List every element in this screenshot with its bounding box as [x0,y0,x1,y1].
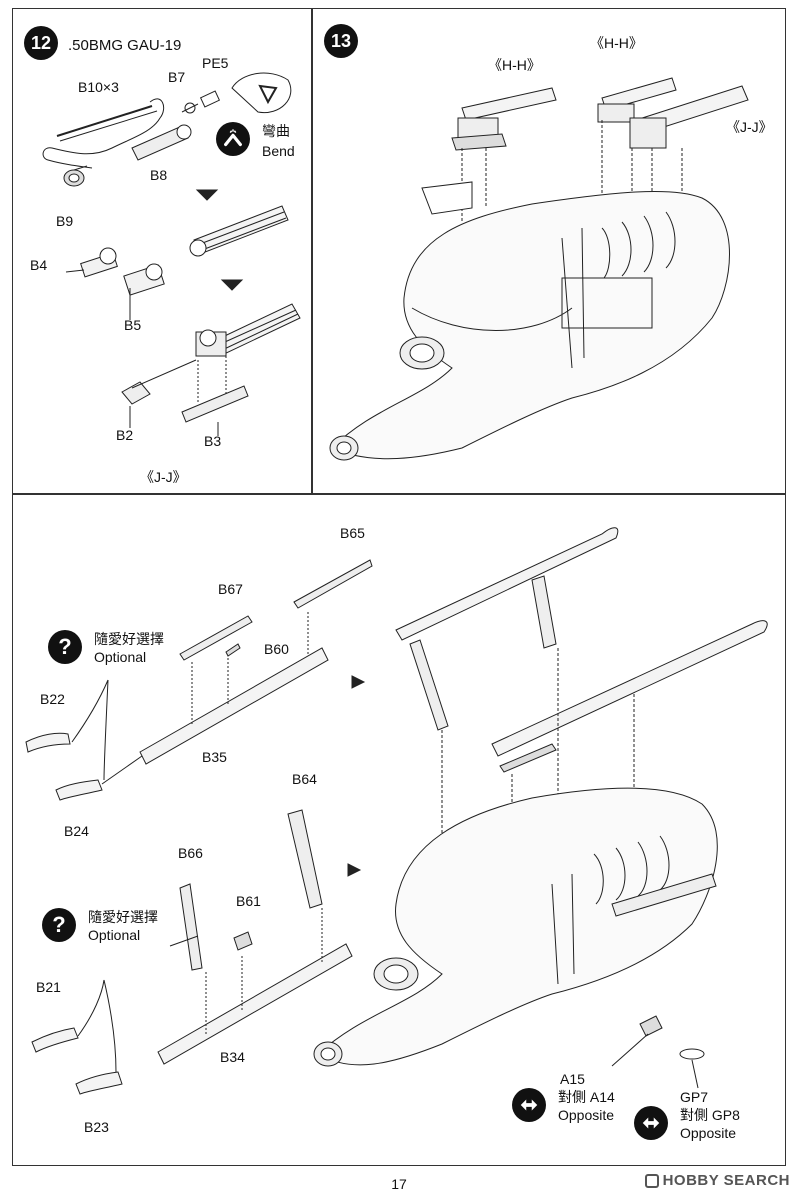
part-label-b66: B66 [178,845,203,861]
page-number: 17 [391,1176,407,1192]
opposite-badge-gp8 [634,1106,668,1140]
step12-drawing [12,8,312,494]
part-label-b23: B23 [84,1119,109,1135]
opposite-badge-a14 [512,1088,546,1122]
step12-frame [12,8,312,494]
opposite-label-gp8-zh: 對側 GP8 [680,1107,740,1123]
part-label-b61: B61 [236,893,261,909]
double-arrow-icon [520,1099,538,1111]
bend-icon [224,129,242,147]
part-label-b67: B67 [218,581,243,597]
hobby-search-logo-icon [644,1173,659,1188]
part-label-b7: B7 [168,69,186,85]
opposite-label-a14-en: Opposite [558,1107,615,1123]
lower-drawing [12,494,786,1166]
question-mark-icon: ? [58,634,72,659]
part-label-b34: B34 [220,1049,245,1065]
part-label-gp7: GP7 [680,1089,709,1105]
part-label-b21: B21 [36,979,61,995]
part-label-b8: B8 [150,167,168,183]
part-label-b9: B9 [56,213,74,229]
view-label-jj-step12: 《J-J》 [140,469,187,485]
optional-label-zh-upper: 隨愛好選擇 [94,631,164,647]
step13-drawing [312,8,786,494]
view-label-hh-right: 《H-H》 [590,35,643,51]
step-12-title: .50BMG GAU-19 [68,37,182,54]
step-12-badge: 12 [24,26,58,60]
double-arrow-icon [642,1117,660,1129]
opposite-label-a14-zh: 對側 A14 [558,1089,615,1105]
part-label-b5: B5 [124,317,142,333]
part-label-b22: B22 [40,691,65,707]
bend-badge [216,122,250,156]
bend-label-zh: 彎曲 [262,123,290,139]
watermark-text: HOBBY SEARCH [662,1172,790,1189]
part-label-b35: B35 [202,749,227,765]
lower-frame [12,494,786,1166]
part-label-b60: B60 [264,641,289,657]
optional-badge-lower: ? [42,908,76,942]
part-label-b4: B4 [30,257,48,273]
view-label-jj-step13: 《J-J》 [726,119,773,135]
part-label-b64: B64 [292,771,317,787]
part-label-pe5: PE5 [202,55,229,71]
watermark: HOBBY SEARCH [644,1172,790,1189]
step-13-badge: 13 [324,24,358,58]
part-label-b2: B2 [116,427,134,443]
part-label-b65: B65 [340,525,365,541]
step13-frame [312,8,786,494]
part-label-b10: B10×3 [78,79,119,95]
part-label-a15: A15 [560,1071,585,1087]
optional-label-en-upper: Optional [94,649,147,665]
bend-label-en: Bend [262,143,295,159]
optional-label-en-lower: Optional [88,927,141,943]
part-label-b3: B3 [204,433,222,449]
optional-label-zh-lower: 隨愛好選擇 [88,909,158,925]
optional-badge-upper: ? [48,630,82,664]
question-mark-icon: ? [52,912,66,937]
opposite-label-gp8-en: Opposite [680,1125,737,1141]
part-label-b24: B24 [64,823,89,839]
view-label-hh-left: 《H-H》 [488,57,541,73]
